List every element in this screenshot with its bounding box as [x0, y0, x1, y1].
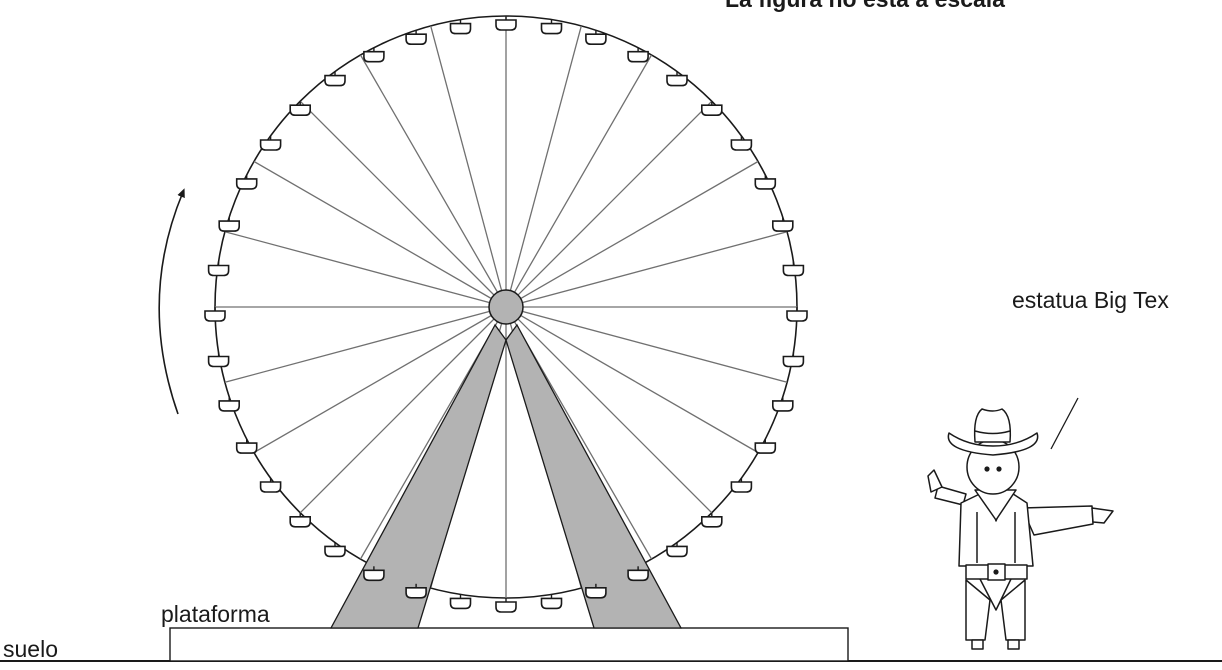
gondola — [755, 439, 775, 453]
gondola — [496, 16, 516, 30]
gondola — [325, 72, 345, 86]
curved-arrow-icon — [159, 192, 183, 414]
wheel-spoke — [506, 307, 787, 382]
gondola — [542, 20, 562, 34]
platform-label: plataforma — [161, 601, 270, 628]
wheel-spoke — [300, 101, 506, 307]
gondola — [237, 439, 257, 453]
gondola — [731, 136, 751, 150]
support-leg-right — [506, 325, 681, 628]
gondola — [261, 478, 281, 492]
gondola — [783, 262, 803, 276]
wheel-spoke — [225, 307, 506, 382]
wheel-spoke — [361, 55, 507, 307]
gondola — [667, 72, 687, 86]
gondola — [364, 48, 384, 62]
wheel-spoke — [506, 162, 758, 308]
gondola — [451, 20, 471, 34]
big-tex-label: estatua Big Tex — [1012, 287, 1169, 314]
gondola — [755, 175, 775, 189]
gondola — [219, 217, 239, 231]
gondola — [667, 542, 687, 556]
support-leg-left — [331, 325, 506, 628]
wheel-hub — [489, 290, 523, 324]
gondola — [542, 594, 562, 608]
gondola — [628, 48, 648, 62]
wheel-spoke — [254, 162, 506, 308]
gondola — [205, 307, 225, 321]
gondola — [290, 101, 310, 115]
gondola — [773, 397, 793, 411]
figure-title: La figura no está a escala — [725, 0, 1005, 13]
gondola — [702, 513, 722, 527]
wheel-spoke — [506, 26, 581, 307]
gondola — [731, 478, 751, 492]
gondola — [209, 353, 229, 367]
wheel-spoke — [506, 55, 652, 307]
gondola — [237, 175, 257, 189]
gondola — [787, 307, 807, 321]
gondola — [451, 594, 471, 608]
wheel-spoke — [506, 232, 787, 307]
gondola — [219, 397, 239, 411]
wheel-spoke — [431, 26, 506, 307]
gondola — [702, 101, 722, 115]
platform — [170, 628, 848, 661]
wheel-spoke — [225, 232, 506, 307]
gondola — [496, 598, 516, 612]
big-tex-statue — [928, 409, 1113, 649]
gondola — [290, 513, 310, 527]
gondola — [773, 217, 793, 231]
ground-label: suelo — [3, 636, 58, 663]
gondola — [783, 353, 803, 367]
statue-leader-line — [1051, 398, 1078, 449]
gondola — [209, 262, 229, 276]
wheel-spoke — [506, 101, 712, 307]
gondola — [325, 542, 345, 556]
gondola — [261, 136, 281, 150]
